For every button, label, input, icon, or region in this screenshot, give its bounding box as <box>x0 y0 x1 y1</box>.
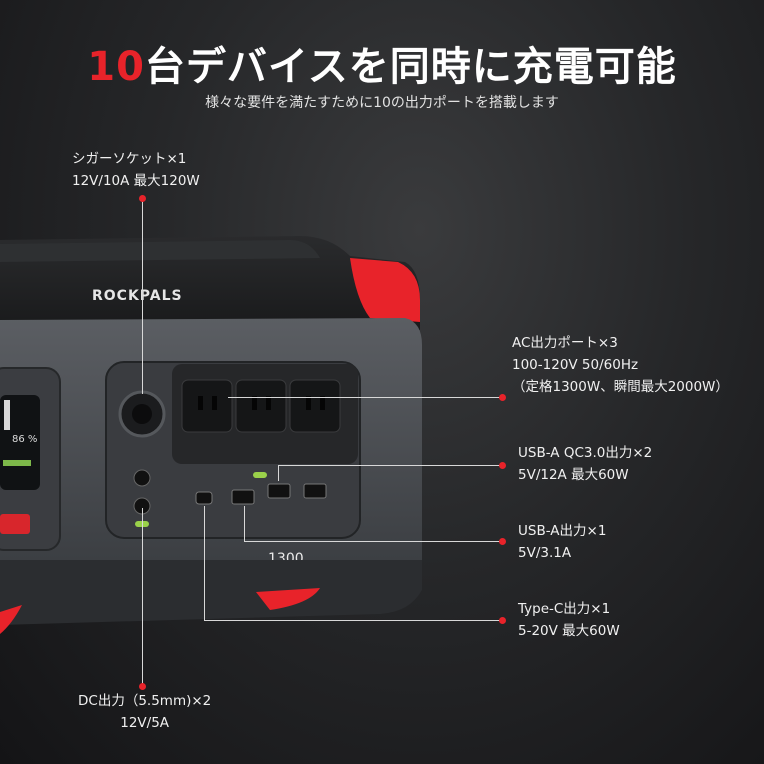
display-indicator <box>3 460 31 466</box>
label-dc: DC出力（5.5mm)×2 12V/5A <box>78 690 211 734</box>
label-cigar: シガーソケット×1 12V/10A 最大120W <box>72 148 200 192</box>
ac-slot <box>198 396 203 410</box>
cigar-socket-inner <box>132 404 152 424</box>
bottom-base <box>0 560 422 625</box>
callout-dot-cigar <box>139 195 146 202</box>
callout-dot-qc <box>499 462 506 469</box>
ac-outlet-3 <box>289 379 341 433</box>
ac-slot <box>252 396 257 410</box>
brand-logo: ROCKPALS <box>92 288 183 304</box>
ac-slot <box>320 396 325 410</box>
battery-bar-icon <box>4 400 10 430</box>
callout-line-qc-drop <box>278 465 279 481</box>
callout-line-qc <box>278 465 502 466</box>
ac-slot <box>306 396 311 410</box>
title-text: 台デバイスを同時に充電可能 <box>144 44 677 90</box>
callout-line-usba-drop <box>244 506 245 542</box>
label-usba: USB-A出力×1 5V/3.1A <box>518 520 606 564</box>
ac-slot <box>266 396 271 410</box>
qc-port-1 <box>267 483 291 499</box>
top-housing <box>0 236 420 335</box>
typec-port <box>195 491 213 505</box>
label-ac-title: AC出力ポート×3 <box>512 335 618 351</box>
power-button <box>0 514 30 534</box>
callout-line-dc <box>142 508 143 686</box>
ac-outlet-2 <box>235 379 287 433</box>
label-usba-title: USB-A出力×1 <box>518 523 607 539</box>
label-ac: AC出力ポート×3 100-120V 50/60Hz （定格1300W、瞬間最大… <box>512 332 729 398</box>
red-foot-right <box>256 588 320 610</box>
callout-line-typec <box>204 620 502 621</box>
label-ac-spec: 100-120V 50/60Hz <box>512 357 639 373</box>
page-title: 10台デバイスを同時に充電可能 <box>0 34 764 92</box>
ac-outlet-1 <box>181 379 233 433</box>
qc-port-2 <box>303 483 327 499</box>
label-typec-title: Type-C出力×1 <box>518 601 611 617</box>
label-qc-title: USB-A QC3.0出力×2 <box>518 445 653 461</box>
label-qc-spec: 5V/12A 最大60W <box>518 467 629 483</box>
display-percent: 86 % <box>12 434 37 445</box>
page-subtitle: 様々な要件を満たすために10の出力ポートを搭載します <box>205 95 559 111</box>
label-cigar-spec: 12V/10A 最大120W <box>72 173 200 189</box>
callout-dot-typec <box>499 617 506 624</box>
red-corner-top <box>350 258 420 322</box>
callout-line-typec-drop <box>204 506 205 620</box>
label-cigar-title: シガーソケット×1 <box>72 151 187 167</box>
callout-dot-usba <box>499 538 506 545</box>
label-typec-spec: 5-20V 最大60W <box>518 623 620 639</box>
label-qc: USB-A QC3.0出力×2 5V/12A 最大60W <box>518 442 652 486</box>
callout-dot-ac <box>499 394 506 401</box>
title-highlight: 10 <box>87 44 145 90</box>
callout-line-ac <box>228 397 502 398</box>
callout-dot-dc <box>139 683 146 690</box>
label-dc-spec: 12V/5A <box>120 715 170 731</box>
callout-line-usba <box>244 541 502 542</box>
callout-line-cigar <box>142 198 143 394</box>
handle <box>0 240 320 262</box>
label-typec: Type-C出力×1 5-20V 最大60W <box>518 598 620 642</box>
ac-slot <box>212 396 217 410</box>
usba-port <box>231 489 255 505</box>
red-foot-left <box>0 605 22 634</box>
label-dc-title: DC出力（5.5mm)×2 <box>78 693 212 709</box>
status-led <box>253 472 267 478</box>
label-usba-spec: 5V/3.1A <box>518 545 572 561</box>
label-ac-rating: （定格1300W、瞬間最大2000W） <box>512 379 729 395</box>
dc-port-1 <box>133 469 151 487</box>
